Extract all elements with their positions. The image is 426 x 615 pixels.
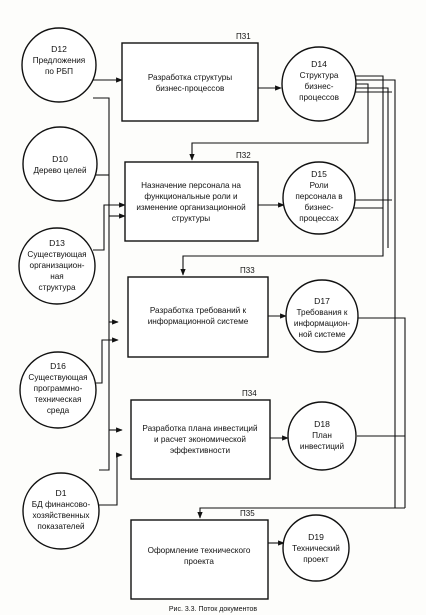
output-doc-d18-line-1: План <box>312 431 332 440</box>
connector-d14-p32 <box>189 83 369 161</box>
output-doc-d17-line-2: информацион- <box>294 319 350 328</box>
connector-d17-trunk <box>354 317 406 508</box>
process-p31-label-2: бизнес-процессов <box>156 84 225 93</box>
process-p34-id: П34 <box>242 389 257 398</box>
output-doc-d19: D19 Технический проект <box>282 514 350 582</box>
output-doc-d19-id: D19 <box>308 532 324 542</box>
output-doc-d18: D18 План инвестиций <box>287 401 357 471</box>
input-doc-d16-line-2: программно- <box>34 384 83 393</box>
output-doc-d14-id: D14 <box>311 59 327 69</box>
input-doc-d1-line-2: хозяйственных <box>33 511 90 520</box>
input-doc-d16-line-4: среда <box>47 406 70 415</box>
process-p33-label-2: информационной системе <box>148 317 249 326</box>
process-boxes: П31 Разработка структуры бизнес-процессо… <box>121 32 271 600</box>
process-p32-label-1: Назначение персонала на <box>141 181 241 190</box>
process-p33: П33 Разработка требований к информационн… <box>127 266 269 358</box>
input-doc-d13: D13 Существующая организацион- ная струк… <box>18 227 96 305</box>
input-doc-d12-id: D12 <box>51 44 67 54</box>
process-p34-label-3: эффективности <box>170 446 230 455</box>
output-doc-d19-line-1: Технический <box>292 544 340 553</box>
output-doc-d17-line-1: Требования к <box>297 308 348 317</box>
process-p35-label-1: Оформление технического <box>148 546 251 555</box>
process-p32-label-4: структуры <box>172 214 210 223</box>
output-doc-d18-id: D18 <box>314 419 330 429</box>
connector-d14-p33 <box>180 75 384 276</box>
input-doc-d16-line-1: Существующая <box>28 373 87 382</box>
process-p31-id: П31 <box>236 32 251 41</box>
input-doc-d13-line-2: организацион- <box>30 261 85 270</box>
process-p34: П34 Разработка плана инвестиций и расчет… <box>130 389 271 480</box>
output-doc-d15-line-1: Роли <box>310 181 329 190</box>
output-doc-d15-line-3: бизнес- <box>305 203 334 212</box>
connector-d14-p35 <box>356 79 396 508</box>
output-doc-d15-id: D15 <box>311 169 327 179</box>
process-p32-label-2: функциональные роли и <box>144 192 237 201</box>
connector-d16-p33 <box>93 337 119 384</box>
connector-trunk-p35 <box>197 507 405 519</box>
input-doc-d12-line-1: Предложения <box>33 56 85 65</box>
process-p33-label-1: Разработка требований к <box>150 306 247 315</box>
input-doc-d16-line-3: техническая <box>35 395 82 404</box>
process-p35: П35 Оформление технического проекта <box>130 509 269 600</box>
input-doc-d12: D12 Предложения по РБП <box>21 27 97 103</box>
input-doc-d10: D10 Дерево целей <box>22 126 98 202</box>
input-doc-d1-line-3: показателей <box>37 522 84 531</box>
input-documents: D12 Предложения по РБП D10 Дерево целей … <box>18 27 100 550</box>
output-doc-d14-line-1: Структура <box>300 71 339 80</box>
process-p34-label-2: и расчет экономической <box>154 435 246 444</box>
output-doc-d18-line-2: инвестиций <box>300 442 344 451</box>
connector-d1-p34 <box>99 452 123 506</box>
process-p34-label-1: Разработка плана инвестиций <box>142 424 257 433</box>
input-doc-d13-line-4: структура <box>38 283 75 292</box>
input-doc-d1: D1 БД финансово- хозяйственных показател… <box>22 472 100 550</box>
output-doc-d14: D14 Структура бизнес- процессов <box>281 46 357 122</box>
input-doc-d13-line-3: ная <box>50 272 64 281</box>
process-p31: П31 Разработка структуры бизнес-процессо… <box>121 32 259 122</box>
process-p33-id: П33 <box>240 266 255 275</box>
input-doc-d10-id: D10 <box>52 154 68 164</box>
input-doc-d1-id: D1 <box>56 488 67 498</box>
connector-d13-p32 <box>93 202 126 251</box>
process-p35-id: П35 <box>240 509 255 518</box>
input-doc-d1-line-1: БД финансово- <box>32 500 91 509</box>
input-doc-d16-id: D16 <box>50 361 66 371</box>
output-doc-d14-line-2: бизнес- <box>305 82 334 91</box>
output-doc-d15-line-2: персонала в <box>295 192 342 201</box>
output-doc-d15: D15 Роли персонала в бизнес- процессах <box>282 161 356 235</box>
input-doc-d12-line-2: по РБП <box>45 67 73 76</box>
connector-input-trunk <box>93 97 110 471</box>
connector-d14-branch-a <box>354 87 389 248</box>
output-doc-d17-id: D17 <box>314 296 330 306</box>
output-doc-d15-line-4: процессах <box>299 214 339 223</box>
process-p32-label-3: изменение организационной <box>136 203 245 212</box>
process-p35-label-2: проекта <box>184 557 214 566</box>
process-p32-id: П32 <box>236 151 251 160</box>
figure-caption: Рис. 3.3. Поток документов <box>169 606 258 613</box>
input-doc-d13-line-1: Существующая <box>27 250 86 259</box>
process-p31-label-1: Разработка структуры <box>148 73 232 82</box>
output-doc-d14-line-3: процессов <box>299 93 339 102</box>
output-doc-d19-line-2: проект <box>303 555 329 564</box>
connectors <box>93 75 406 546</box>
process-p32: П32 Назначение персонала на функциональн… <box>124 151 259 242</box>
input-doc-d13-id: D13 <box>49 238 65 248</box>
output-doc-d17: D17 Требования к информацион- ной систем… <box>285 279 359 353</box>
input-doc-d10-line-1: Дерево целей <box>33 166 86 175</box>
output-doc-d17-line-3: ной системе <box>298 330 346 339</box>
input-doc-d16: D16 Существующая программно- техническая… <box>19 351 97 429</box>
output-documents: D14 Структура бизнес- процессов D15 Роли… <box>281 46 359 582</box>
